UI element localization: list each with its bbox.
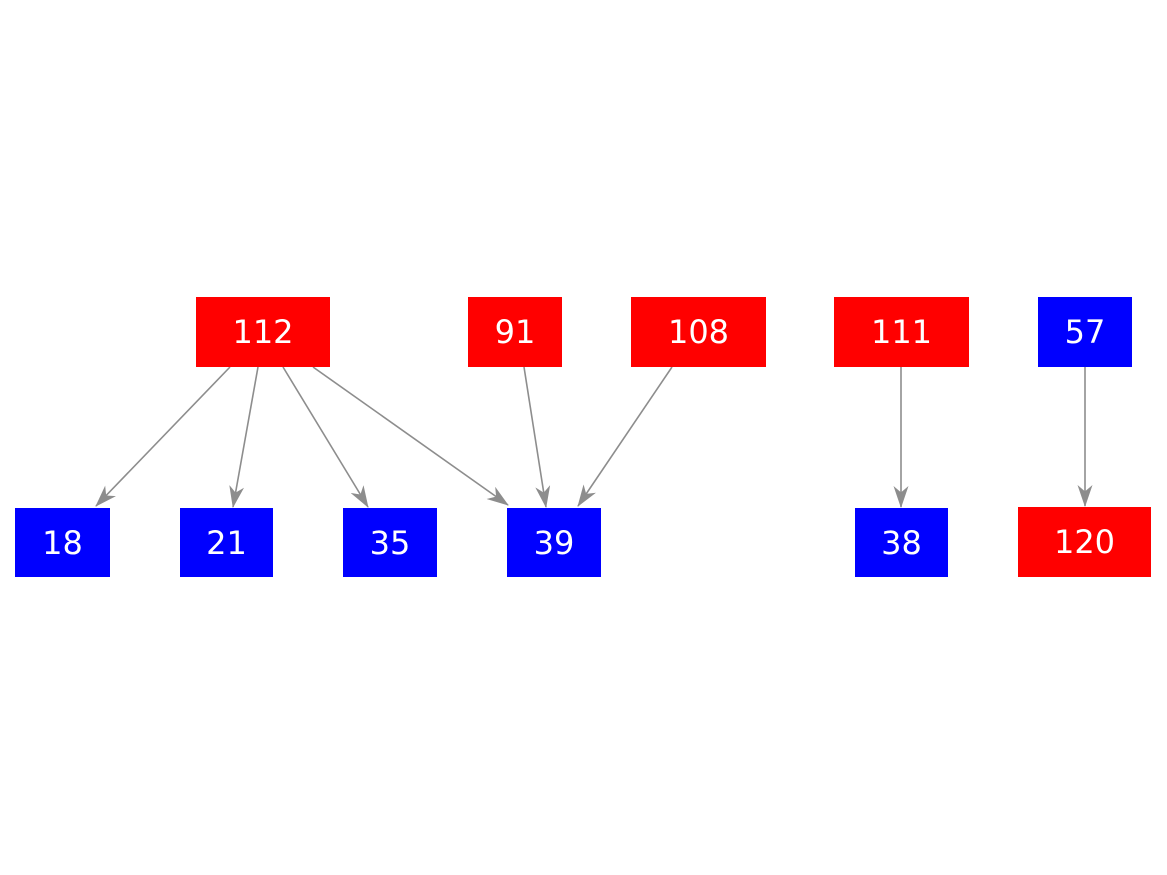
edge-112-to-21 [229, 366, 259, 508]
edge-112-to-35 [282, 366, 369, 508]
node-label: 57 [1064, 313, 1106, 351]
node-label: 91 [494, 313, 536, 351]
node-label: 120 [1053, 523, 1116, 561]
edge-112-to-18 [95, 366, 231, 507]
node-label: 108 [667, 313, 730, 351]
node-label: 112 [232, 313, 294, 351]
node-21: 21 [180, 508, 273, 577]
node-label: 38 [881, 523, 922, 562]
node-120: 120 [1018, 507, 1151, 577]
node-label: 39 [533, 523, 575, 562]
node-39: 39 [507, 508, 601, 577]
node-18: 18 [15, 508, 110, 577]
edge-108-to-39 [577, 366, 673, 507]
node-108: 108 [631, 297, 766, 367]
node-111: 111 [834, 297, 969, 367]
node-91: 91 [468, 297, 562, 367]
node-35: 35 [343, 508, 437, 577]
node-label: 35 [369, 523, 411, 562]
node-57: 57 [1038, 297, 1132, 367]
edge-91-to-39 [523, 366, 551, 508]
node-38: 38 [855, 508, 948, 577]
edges-group [95, 366, 1093, 508]
node-label: 21 [206, 523, 247, 562]
node-label: 18 [42, 523, 83, 562]
edge-112-to-39 [312, 366, 509, 506]
node-112: 112 [196, 297, 330, 367]
node-label: 111 [870, 313, 933, 351]
